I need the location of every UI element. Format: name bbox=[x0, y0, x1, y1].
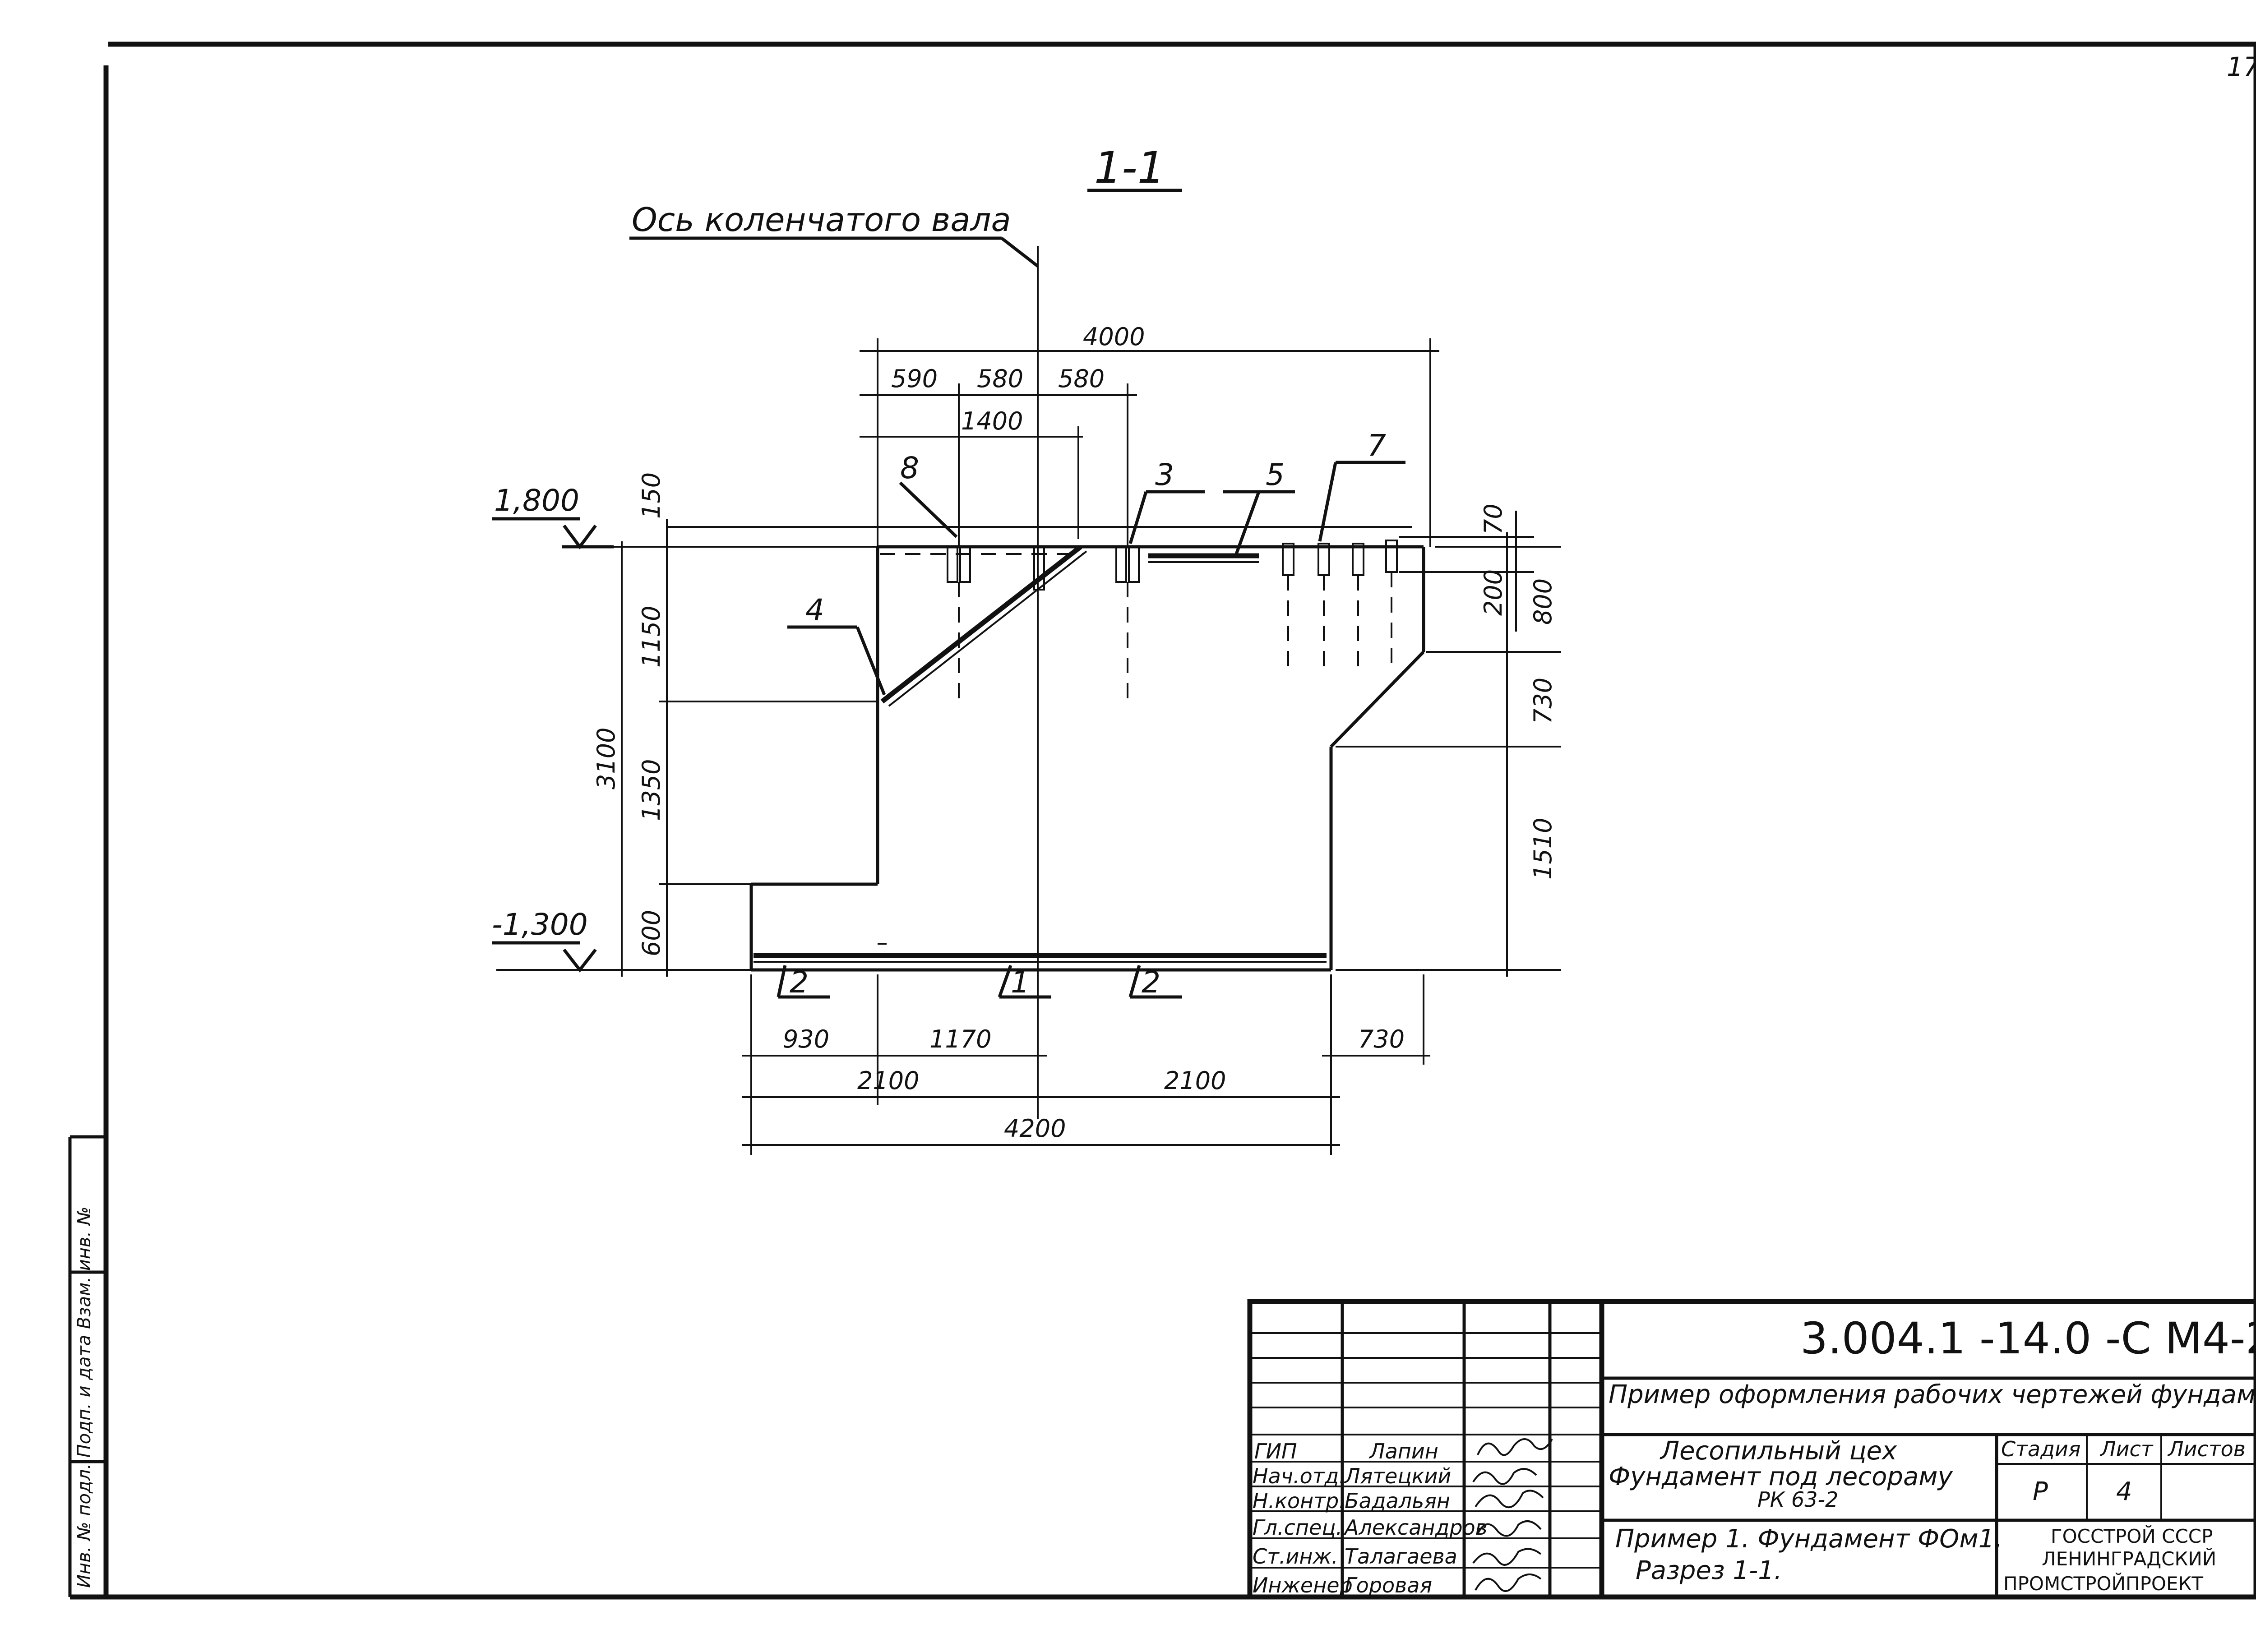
axis-label: Ось коленчатого вала bbox=[632, 201, 1011, 239]
dim-left-3100: 3100 bbox=[592, 728, 620, 789]
org-line1: ГОССТРОЙ СССР bbox=[2051, 1525, 2213, 1547]
dim-bot-730: 730 bbox=[1358, 1025, 1405, 1053]
anchor-bolts bbox=[947, 540, 1398, 704]
top-dimension-lines bbox=[668, 338, 1439, 547]
role-1: Нач.отд. bbox=[1253, 1464, 1345, 1488]
dim-top-580a: 580 bbox=[977, 365, 1023, 393]
sheets-header: Листов bbox=[2167, 1437, 2246, 1461]
org-line3: ПРОМСТРОЙПРОЕКТ bbox=[2003, 1572, 2203, 1595]
dim-right-70: 70 bbox=[1479, 503, 1507, 535]
dim-right-800: 800 bbox=[1529, 578, 1557, 625]
object-line2: Фундамент под лесораму bbox=[1609, 1462, 1953, 1491]
dim-left-1150: 1150 bbox=[637, 606, 666, 668]
callout-2a: 2 bbox=[790, 965, 809, 1000]
object-line3: РК 63-2 bbox=[1757, 1487, 1838, 1512]
name-4: Талагаева bbox=[1345, 1544, 1457, 1569]
drawing-description: Пример оформления рабочих чертежей фунда… bbox=[1609, 1380, 2256, 1409]
stage-header: Стадия bbox=[2001, 1437, 2080, 1461]
top-rebar bbox=[1148, 553, 1259, 563]
name-3: Александров bbox=[1343, 1515, 1488, 1540]
role-5: Инженер bbox=[1253, 1573, 1353, 1597]
dim-bot-930: 930 bbox=[783, 1025, 829, 1053]
role-0: ГИП bbox=[1254, 1439, 1297, 1463]
object-line1: Лесопильный цех bbox=[1660, 1436, 1897, 1466]
foundation-outline bbox=[749, 545, 1425, 972]
dim-left-1350: 1350 bbox=[637, 759, 666, 821]
sheet-header: Лист bbox=[2099, 1437, 2154, 1461]
callout-leaders bbox=[777, 461, 1405, 999]
callout-5: 5 bbox=[1266, 457, 1285, 492]
sheet-frame bbox=[68, 42, 2256, 1600]
dim-left-600: 600 bbox=[637, 910, 666, 956]
dim-right-730: 730 bbox=[1529, 678, 1557, 724]
name-1: Лятецкий bbox=[1344, 1464, 1451, 1488]
margin-stamp: Инв. № подл. Подп. и дата Взам. инв. № bbox=[74, 1207, 95, 1588]
callout-2b: 2 bbox=[1142, 965, 1160, 1000]
org-line2: ЛЕНИНГРАДСКИЙ bbox=[2042, 1547, 2216, 1570]
dim-top-1400: 1400 bbox=[961, 407, 1023, 435]
sheet-value: 4 bbox=[2116, 1477, 2132, 1506]
name-0: Лапин bbox=[1368, 1439, 1438, 1463]
section-title: 1-1 bbox=[1094, 143, 1165, 193]
dim-top-total: 4000 bbox=[1083, 323, 1145, 351]
sheet-title-line1: Пример 1. Фундамент ФОм1. bbox=[1615, 1524, 2002, 1554]
dim-right-1510: 1510 bbox=[1529, 818, 1557, 880]
dim-bot-4200: 4200 bbox=[1004, 1114, 1066, 1143]
dim-bot-2100b: 2100 bbox=[1164, 1066, 1226, 1095]
role-2: Н.контр. bbox=[1253, 1489, 1345, 1513]
name-2: Бадальян bbox=[1345, 1489, 1450, 1513]
name-5: Горовая bbox=[1345, 1573, 1432, 1597]
callout-7: 7 bbox=[1367, 428, 1386, 463]
elevation-top: 1,800 bbox=[494, 483, 579, 518]
callout-3: 3 bbox=[1155, 457, 1174, 492]
sheet-title-line2: Разрез 1-1. bbox=[1636, 1556, 1782, 1585]
bottom-rebar bbox=[754, 943, 1327, 963]
callout-1: 1 bbox=[1011, 965, 1030, 1000]
drawing-description-text: Пример оформления рабочих чертежей фунда… bbox=[1609, 1380, 2256, 1409]
dim-right-200: 200 bbox=[1479, 569, 1507, 616]
title-block-grid bbox=[1247, 1299, 2256, 1600]
dim-left-150: 150 bbox=[637, 472, 666, 519]
right-dimension-lines bbox=[1336, 511, 1561, 977]
stage-value: Р bbox=[2033, 1477, 2048, 1506]
bottom-dimension-lines bbox=[742, 974, 1430, 1155]
callout-8: 8 bbox=[900, 451, 919, 485]
dim-top-590: 590 bbox=[891, 365, 938, 393]
inclined-rebar bbox=[880, 545, 1205, 707]
elevation-marks bbox=[492, 517, 614, 973]
left-dimension-lines bbox=[496, 519, 878, 977]
role-3: Гл.спец. bbox=[1253, 1515, 1342, 1540]
dim-bot-1170: 1170 bbox=[929, 1025, 991, 1053]
role-4: Ст.инж. bbox=[1253, 1544, 1338, 1569]
dim-bot-2100a: 2100 bbox=[857, 1066, 919, 1095]
elevation-bottom: -1,300 bbox=[492, 907, 588, 942]
callout-4: 4 bbox=[805, 593, 824, 628]
sheet-number: 17 bbox=[2227, 51, 2256, 82]
dim-top-580b: 580 bbox=[1058, 365, 1105, 393]
signature-marks bbox=[1472, 1438, 1553, 1592]
drawing-code: 3.004.1 -14.0 -С М4-2 bbox=[1800, 1313, 2256, 1364]
